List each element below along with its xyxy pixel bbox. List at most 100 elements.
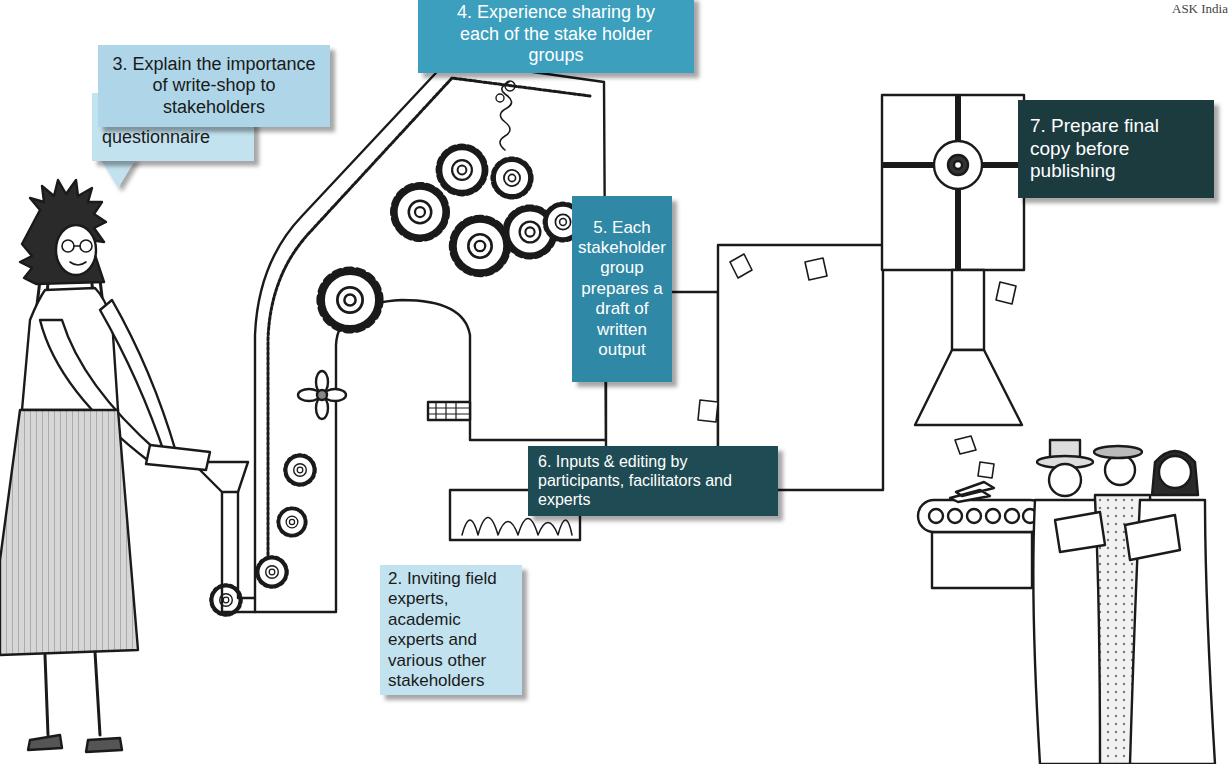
callout-text: 5. Each stakeholder group prepares a dra… <box>575 218 669 361</box>
conveyor-belt <box>918 500 1046 532</box>
conveyor-belt <box>950 482 994 502</box>
machine-housing <box>428 402 470 420</box>
callout-box: 5. Each stakeholder group prepares a dra… <box>572 196 672 382</box>
machine-housing <box>255 60 606 612</box>
reader-figure <box>1159 456 1191 488</box>
smoke-puff <box>500 82 512 150</box>
paper-sheet <box>996 282 1016 304</box>
credit-label: ASK India <box>1172 1 1228 17</box>
woman-figure <box>70 246 86 265</box>
paper-sheet <box>588 350 604 370</box>
woman-figure <box>62 240 74 252</box>
gear-wheel <box>257 557 286 586</box>
gear-wheel <box>285 455 314 484</box>
conveyor-belt <box>1005 509 1019 523</box>
reader-figure <box>1055 512 1105 552</box>
paper-sheet <box>978 462 994 478</box>
gear-wheel <box>439 147 485 193</box>
gear-wheel <box>394 186 447 239</box>
paper-sheet <box>805 258 827 280</box>
machine-step-box <box>718 245 883 490</box>
woman-figure <box>146 445 210 470</box>
conveyor-belt <box>918 482 1046 588</box>
smoke-puff <box>496 94 504 102</box>
heating-chamber <box>633 245 667 279</box>
gear-wheel <box>493 159 531 197</box>
paper-sheet <box>588 240 1016 478</box>
machine-illustration <box>0 60 1215 764</box>
gear-wheel <box>321 271 380 330</box>
callout-pointer <box>100 158 136 188</box>
woman-figure <box>0 180 210 752</box>
paper-sheet <box>955 436 976 454</box>
paper-sheet <box>593 240 614 264</box>
callout-text: 1. Prepare a questionnaire <box>102 105 244 148</box>
callout-box: 3. Explain the importance of write-shop … <box>98 45 330 127</box>
fan-box <box>884 97 1022 268</box>
reader-figure <box>1152 451 1198 495</box>
output-hood <box>952 270 984 350</box>
paper-sheet <box>620 315 640 336</box>
conveyor-belt <box>929 509 943 523</box>
conveyor-belt <box>967 509 981 523</box>
paper-sheet <box>730 254 752 278</box>
flower-ornament <box>317 390 327 400</box>
gear-wheel <box>278 508 305 535</box>
callout-box: 7. Prepare final copy before publishing <box>1018 100 1214 198</box>
feed-funnel <box>222 492 255 612</box>
callout-box: 1. Prepare a questionnaire <box>92 93 254 161</box>
heating-chamber <box>606 292 718 497</box>
callout-text: 6. Inputs & editing by participants, fac… <box>538 452 768 510</box>
woman-figure <box>56 225 96 275</box>
smoke-puff <box>505 81 515 91</box>
reader-figure <box>1125 515 1180 560</box>
output-hood <box>915 350 1022 425</box>
woman-figure <box>20 180 106 284</box>
fire-box <box>450 490 580 540</box>
callout-text: 2. Inviting field experts, academic expe… <box>388 569 514 691</box>
fire-box <box>462 518 572 536</box>
fan-box <box>954 161 962 169</box>
feed-funnel <box>192 462 255 612</box>
machine-housing <box>255 60 606 612</box>
fan-box <box>882 95 1024 270</box>
fire-box <box>450 490 580 540</box>
machine-step-box <box>718 245 883 490</box>
machine-housing <box>268 78 590 570</box>
callout-box: 4. Experience sharing by each of the sta… <box>418 0 694 73</box>
reader-figure <box>1105 455 1135 485</box>
smoke-puff <box>496 81 515 150</box>
reader-figure <box>1049 464 1081 496</box>
heating-chamber <box>606 245 718 497</box>
gear-wheel <box>211 147 581 615</box>
woman-figure <box>45 652 100 735</box>
callout-box: 2. Inviting field experts, academic expe… <box>380 565 522 695</box>
flower-ornament <box>298 371 346 419</box>
output-hood <box>915 270 1022 425</box>
conveyor-belt <box>986 509 1000 523</box>
fan-box <box>934 141 982 189</box>
callout-box: 6. Inputs & editing by participants, fac… <box>528 446 778 516</box>
machine-housing <box>428 402 470 420</box>
reader-figure <box>1094 446 1142 458</box>
callout-text: 4. Experience sharing by each of the sta… <box>444 2 668 67</box>
fan-box <box>948 155 968 175</box>
heating-chamber <box>633 245 667 279</box>
callout-text: 3. Explain the importance of write-shop … <box>106 54 322 119</box>
gear-wheel <box>453 219 508 274</box>
reader-figure <box>1033 440 1215 764</box>
callout-text: 7. Prepare final copy before publishing <box>1030 115 1202 183</box>
woman-figure <box>80 240 92 252</box>
woman-figure <box>0 410 138 655</box>
paper-sheet <box>698 400 718 422</box>
conveyor-belt <box>948 509 962 523</box>
gear-wheel <box>211 585 240 614</box>
conveyor-belt <box>932 532 1032 588</box>
